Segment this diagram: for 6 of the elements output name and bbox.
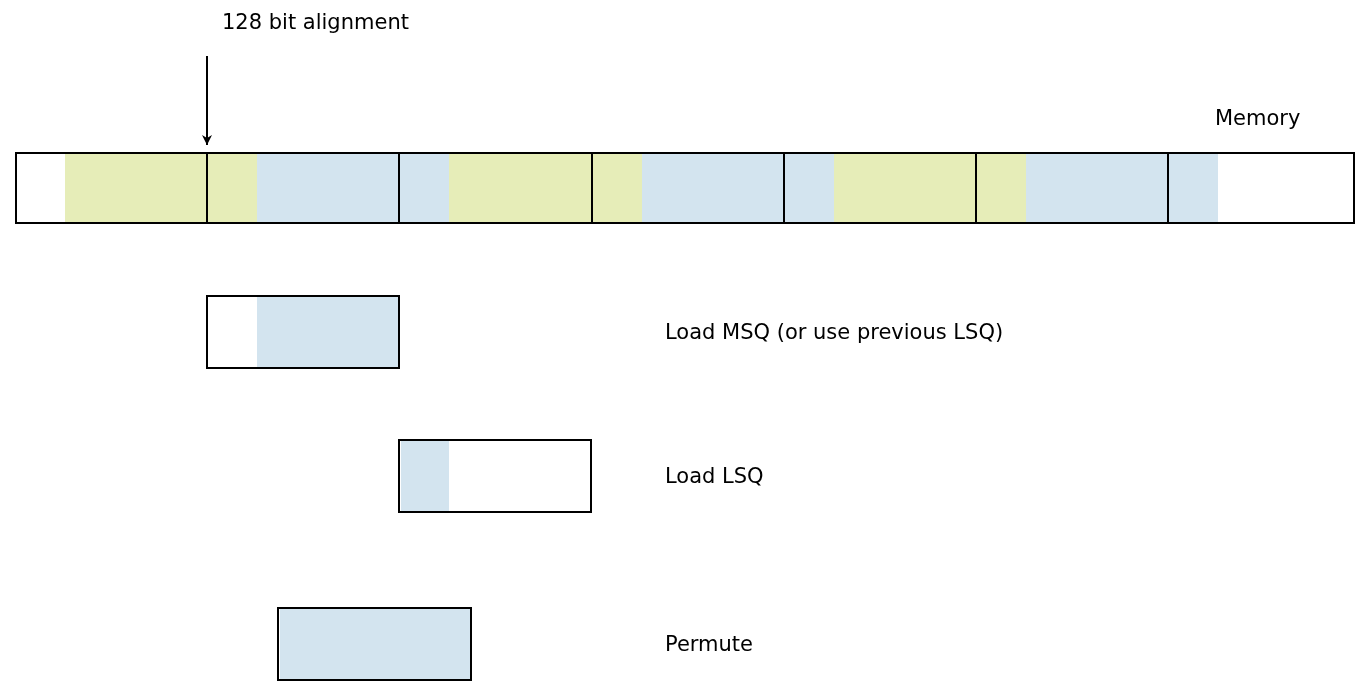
step-label: Load LSQ bbox=[665, 464, 764, 488]
memory-label: Memory bbox=[1215, 106, 1301, 130]
alignment-label: 128 bit alignment bbox=[222, 10, 409, 34]
step-label: Load MSQ (or use previous LSQ) bbox=[665, 320, 1004, 344]
step-label: Permute bbox=[665, 632, 754, 656]
arrow bbox=[202, 55, 212, 146]
